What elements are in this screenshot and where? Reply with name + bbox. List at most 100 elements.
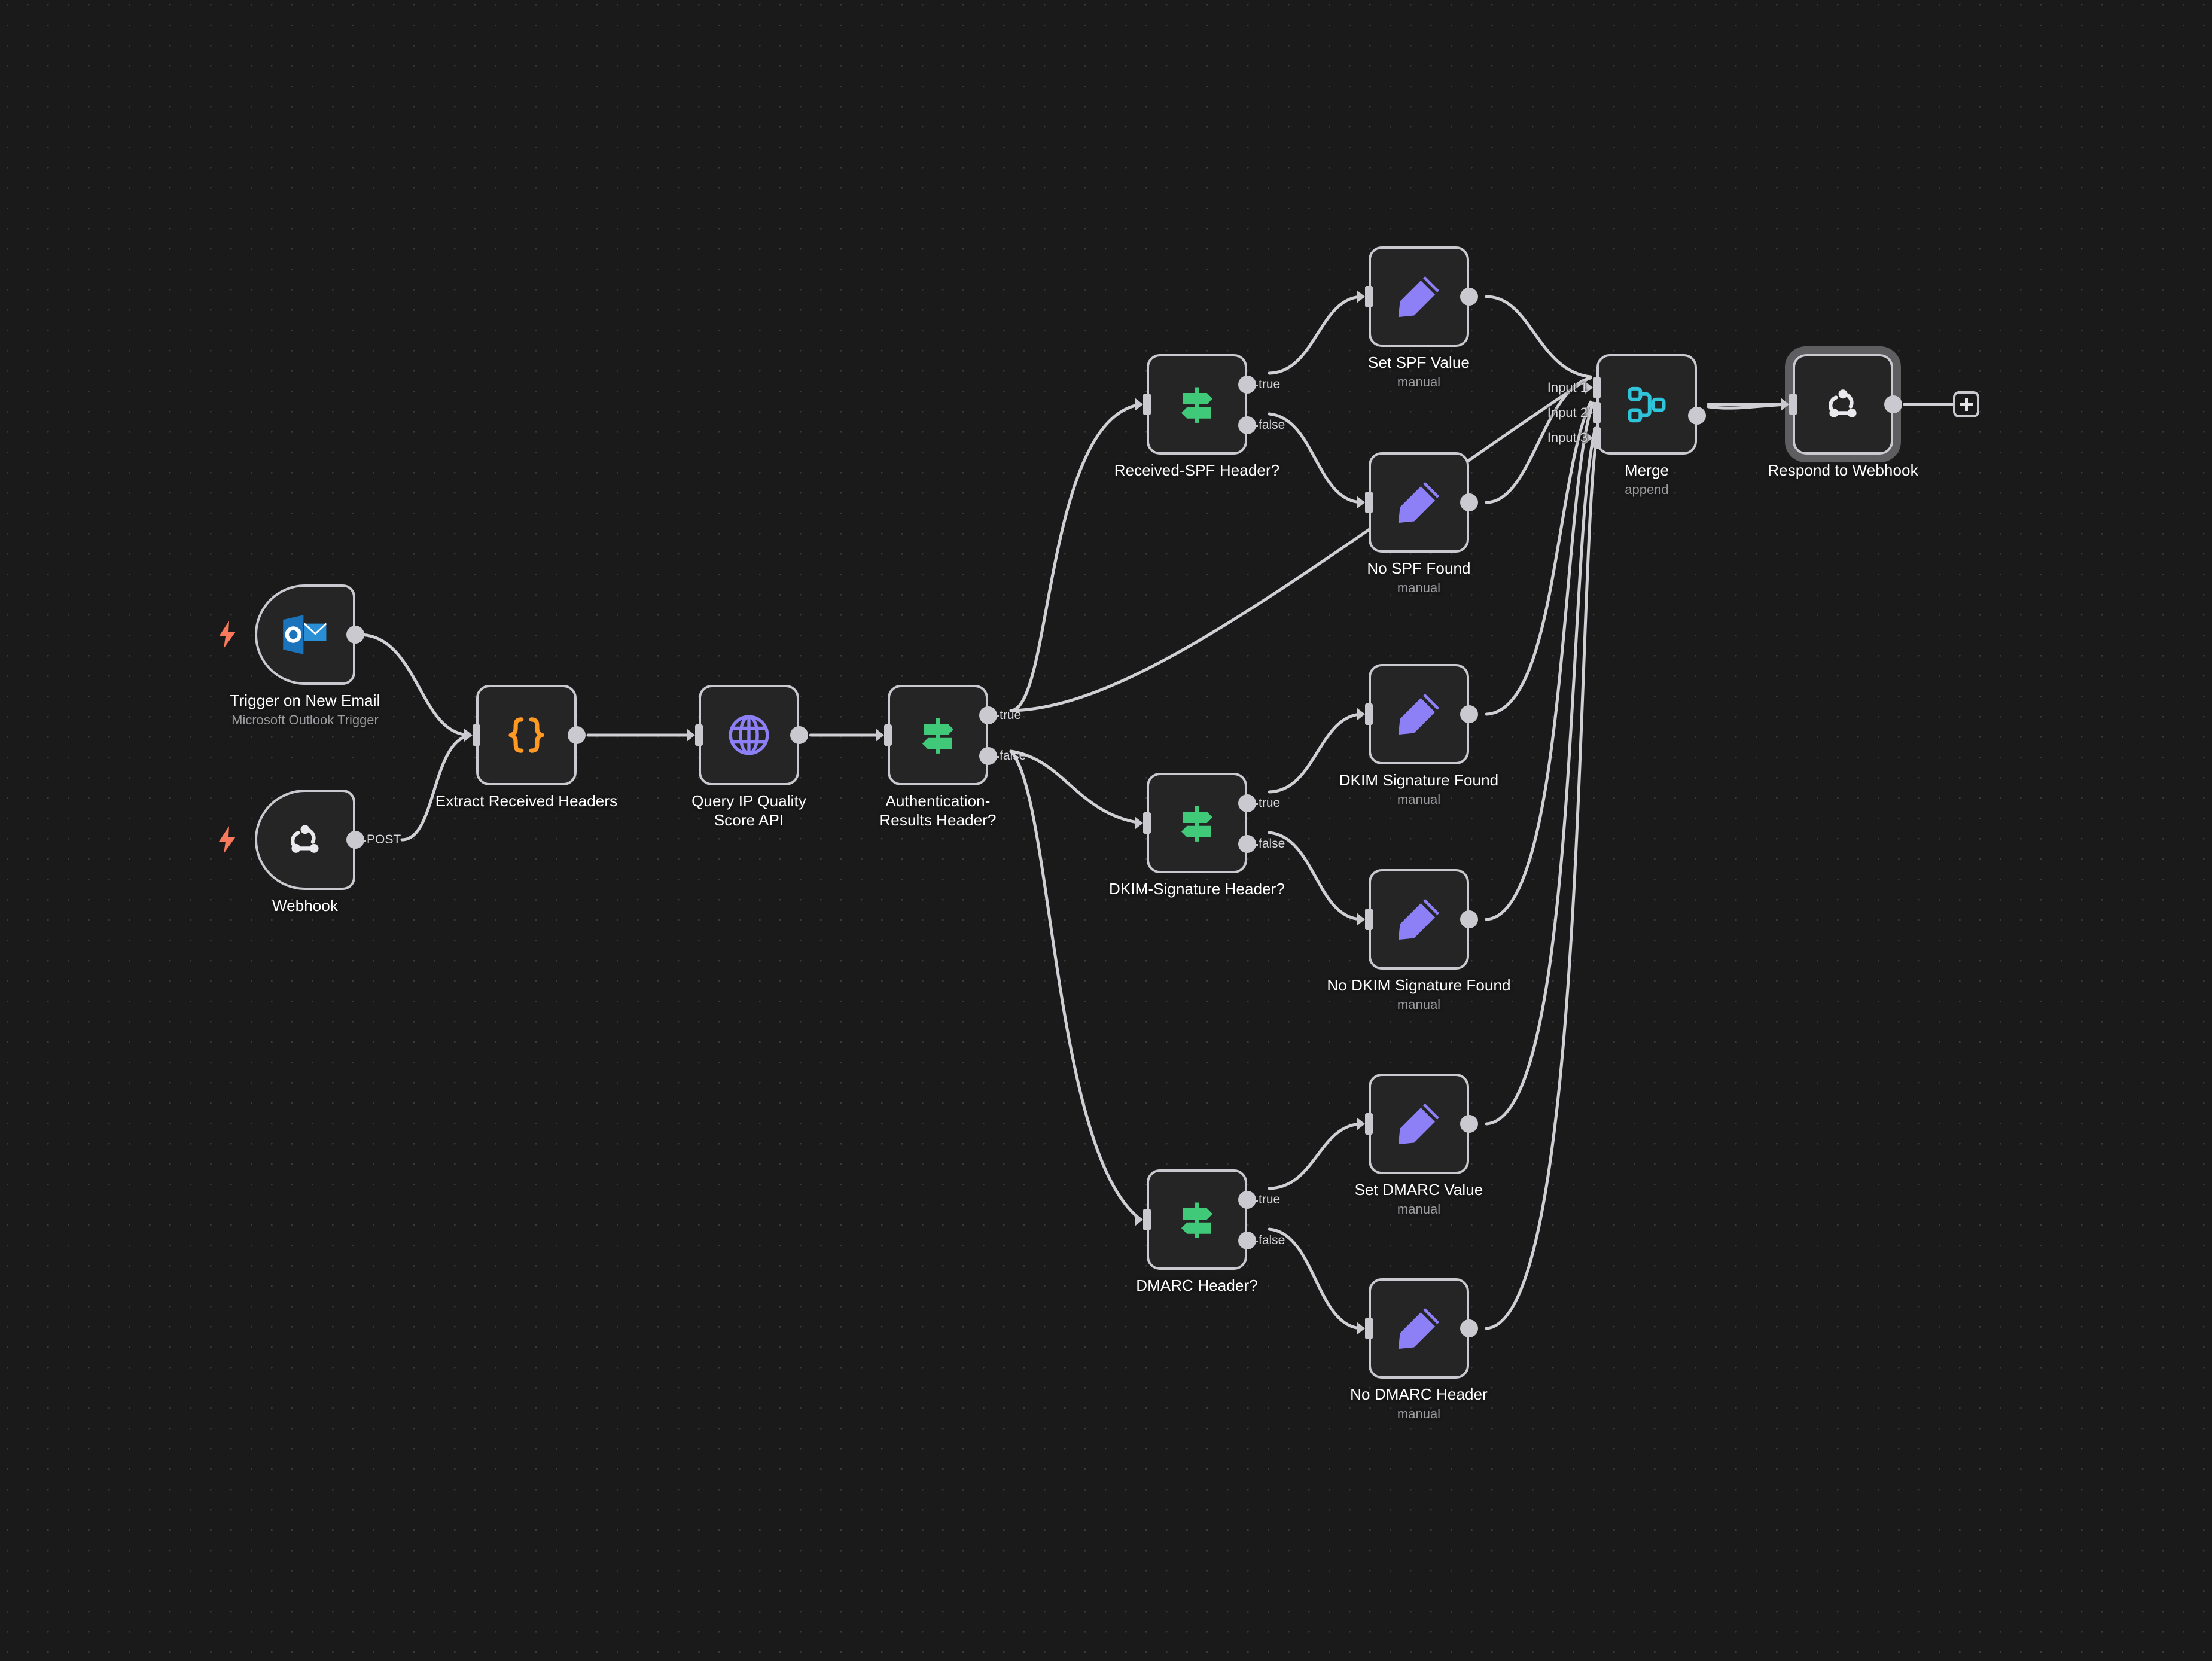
node-body[interactable] bbox=[1357, 664, 1478, 764]
add-node-button[interactable] bbox=[1953, 391, 1979, 417]
output-port[interactable] bbox=[346, 626, 364, 644]
node-title: Query IP Quality Score API bbox=[691, 792, 806, 829]
output-port-false[interactable]: false bbox=[979, 747, 1026, 765]
output-port[interactable] bbox=[790, 726, 808, 744]
input-port[interactable] bbox=[1135, 812, 1151, 834]
output-port[interactable] bbox=[1460, 1115, 1478, 1133]
node-webhook[interactable]: POST Webhook bbox=[219, 790, 401, 915]
output-port-true[interactable]: true bbox=[1238, 376, 1280, 394]
microsoft-outlook-icon bbox=[280, 609, 330, 660]
node-dkim-signature-header[interactable]: true false DKIM-Signature Header? bbox=[1109, 773, 1285, 898]
node-body[interactable] bbox=[1357, 246, 1478, 347]
node-caption: No DKIM Signature Found manual bbox=[1327, 976, 1510, 1014]
node-no-dkim-signature-found[interactable]: No DKIM Signature Found manual bbox=[1327, 869, 1511, 1012]
merge-input-label-1: Input 1 bbox=[1547, 380, 1588, 395]
input-port[interactable] bbox=[687, 724, 703, 746]
input-port[interactable] bbox=[1357, 286, 1373, 307]
output-port[interactable] bbox=[1460, 705, 1478, 723]
node-body[interactable]: true false bbox=[1135, 1169, 1285, 1270]
node-subtitle: manual bbox=[1397, 997, 1441, 1012]
node-caption: Set SPF Value manual bbox=[1368, 353, 1470, 391]
node-body[interactable] bbox=[1357, 1074, 1478, 1174]
output-port-false[interactable]: false bbox=[1238, 416, 1285, 434]
trigger-bolt-icon bbox=[218, 826, 237, 854]
node-body[interactable] bbox=[1357, 869, 1478, 970]
node-title: Merge bbox=[1624, 461, 1669, 479]
input-port[interactable] bbox=[1357, 1113, 1373, 1135]
output-port[interactable] bbox=[1884, 395, 1902, 413]
input-port[interactable] bbox=[1357, 1318, 1373, 1339]
output-port[interactable] bbox=[1688, 407, 1706, 425]
output-port-false[interactable]: false bbox=[1238, 1232, 1285, 1249]
input-port[interactable] bbox=[1135, 1209, 1151, 1230]
output-port-true[interactable]: true bbox=[1238, 794, 1280, 812]
node-body[interactable] bbox=[687, 685, 808, 785]
input-port[interactable] bbox=[876, 724, 892, 746]
output-port[interactable] bbox=[1460, 1319, 1478, 1337]
output-port[interactable] bbox=[568, 726, 586, 744]
node-caption: Authentication-Results Header? bbox=[869, 791, 1007, 830]
output-port-true[interactable]: true bbox=[1238, 1191, 1280, 1209]
input-port[interactable] bbox=[1357, 909, 1373, 930]
input-port[interactable] bbox=[1135, 394, 1151, 415]
node-extract-received-headers[interactable]: Extract Received Headers bbox=[435, 685, 617, 810]
node-body[interactable] bbox=[1781, 346, 1902, 462]
node-body[interactable] bbox=[464, 685, 586, 785]
node-no-dmarc-header[interactable]: No DMARC Header manual bbox=[1350, 1278, 1488, 1421]
node-received-spf-header[interactable]: true false Received-SPF Header? bbox=[1114, 354, 1285, 479]
pencil-icon bbox=[1394, 477, 1444, 528]
input-port[interactable] bbox=[1781, 394, 1797, 415]
input-port-3[interactable]: Input 3 bbox=[1547, 427, 1601, 449]
branch-label-false: false bbox=[1251, 837, 1285, 851]
branch-label-true: true bbox=[992, 708, 1022, 722]
output-port[interactable]: POST bbox=[346, 831, 401, 849]
input-port[interactable] bbox=[464, 724, 480, 746]
output-port-true[interactable]: true bbox=[979, 706, 1021, 724]
input-port-1[interactable]: Input 1 bbox=[1547, 377, 1601, 398]
webhook-icon bbox=[278, 812, 333, 867]
node-set-spf-value[interactable]: Set SPF Value manual bbox=[1357, 246, 1478, 389]
output-port[interactable] bbox=[1460, 493, 1478, 511]
node-dmarc-header[interactable]: true false DMARC Header? bbox=[1135, 1169, 1285, 1294]
webhook-icon bbox=[1815, 377, 1870, 432]
input-port[interactable] bbox=[1357, 492, 1373, 513]
signpost-icon bbox=[915, 712, 961, 758]
node-respond-to-webhook[interactable]: Respond to Webhook bbox=[1768, 346, 1918, 479]
input-port-2[interactable]: Input 2 bbox=[1547, 402, 1601, 423]
output-port[interactable] bbox=[1460, 288, 1478, 306]
node-trigger-on-new-email[interactable]: Trigger on New Email Microsoft Outlook T… bbox=[219, 584, 380, 727]
node-subtitle: Microsoft Outlook Trigger bbox=[231, 712, 379, 727]
node-body[interactable] bbox=[255, 584, 364, 685]
node-body[interactable]: true false bbox=[876, 685, 1026, 785]
node-set-dmarc-value[interactable]: Set DMARC Value manual bbox=[1355, 1074, 1483, 1217]
node-body[interactable] bbox=[1357, 452, 1478, 553]
node-query-ip-quality-score-api[interactable]: Query IP Quality Score API bbox=[687, 685, 808, 829]
node-merge[interactable]: Input 1 Input 2 Input 3 Merge app bbox=[1547, 354, 1706, 497]
signpost-icon bbox=[1174, 382, 1220, 427]
edge-dmarc-true-to-set-dmarc bbox=[1268, 1122, 1364, 1190]
output-port-false[interactable]: false bbox=[1238, 835, 1285, 853]
node-title: DKIM-Signature Header? bbox=[1108, 880, 1285, 898]
node-dkim-signature-found[interactable]: DKIM Signature Found manual bbox=[1339, 664, 1498, 807]
edge-set-spf-to-merge bbox=[1485, 295, 1592, 379]
output-port[interactable] bbox=[1460, 910, 1478, 928]
node-no-spf-found[interactable]: No SPF Found manual bbox=[1357, 452, 1478, 595]
branch-label-true: true bbox=[1251, 377, 1281, 391]
node-body[interactable]: Input 1 Input 2 Input 3 bbox=[1547, 354, 1706, 455]
node-body[interactable]: true false bbox=[1135, 354, 1285, 455]
node-caption: No SPF Found manual bbox=[1367, 559, 1470, 597]
node-caption: DKIM-Signature Header? bbox=[1109, 879, 1285, 898]
pencil-icon bbox=[1394, 689, 1444, 739]
node-authentication-results-header[interactable]: true false Authentication-Results Header… bbox=[876, 685, 1026, 829]
node-body[interactable] bbox=[1357, 1278, 1478, 1379]
edge-auth-false-to-dkim-if bbox=[1009, 749, 1142, 825]
node-body[interactable]: true false bbox=[1135, 773, 1285, 873]
node-subtitle: manual bbox=[1397, 1406, 1441, 1421]
input-port[interactable] bbox=[1357, 703, 1373, 725]
output-method-label: POST bbox=[359, 833, 401, 846]
node-body[interactable]: POST bbox=[255, 790, 401, 890]
edge-no-dmarc-to-merge bbox=[1485, 428, 1599, 1330]
edge-set-dmarc-to-merge bbox=[1485, 426, 1597, 1126]
signpost-icon bbox=[1174, 800, 1220, 846]
